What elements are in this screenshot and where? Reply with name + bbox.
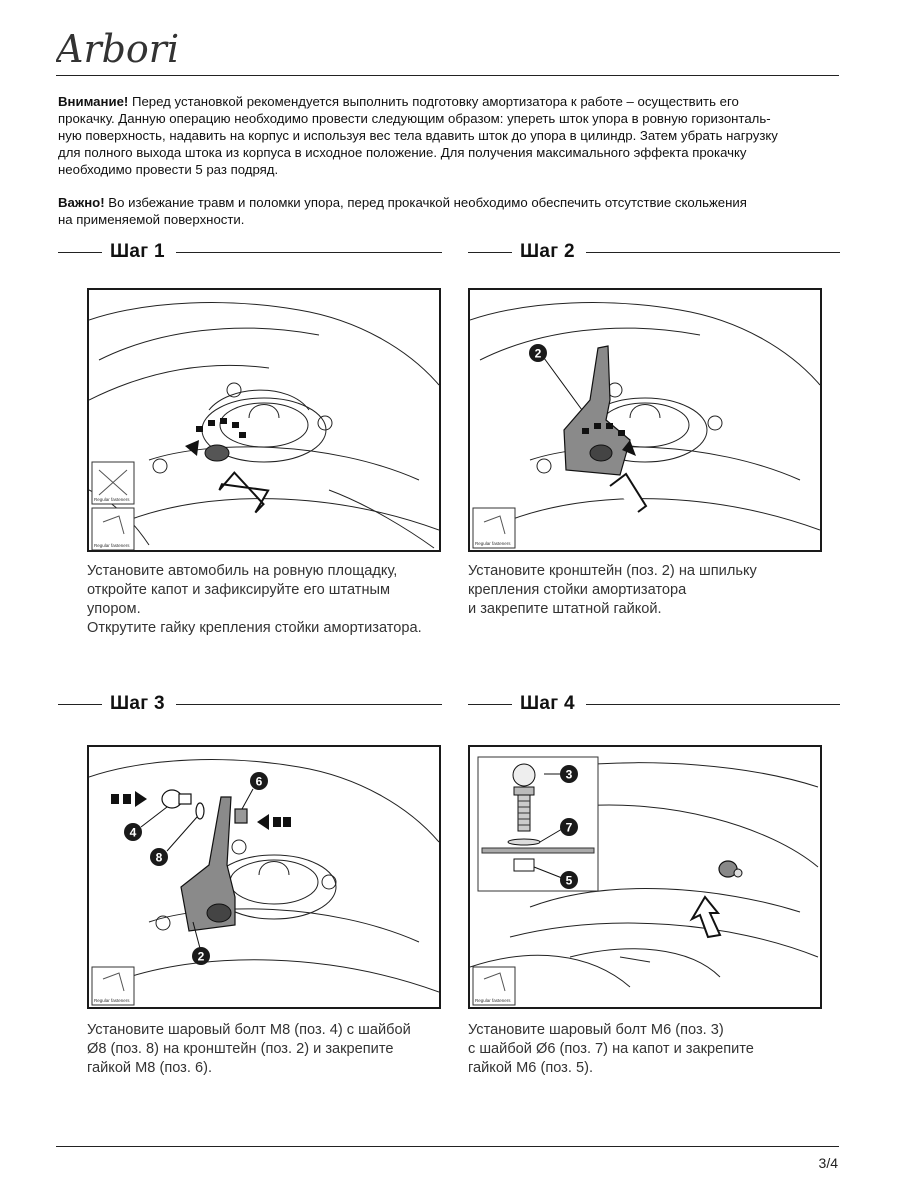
callout-7 [560, 818, 578, 836]
inset-label: Regular fasteners [475, 541, 511, 546]
caption-line: откройте капот и зафиксируйте его штатны… [87, 582, 391, 598]
arbori-logo: Arbori [56, 27, 179, 71]
important-line: на применяемой поверхности. [58, 212, 245, 227]
components-inset [477, 756, 599, 892]
important-line: Во избежание травм и поломки упора, пере… [104, 195, 747, 210]
step-3-figure: 6 4 8 2 Regular fasteners [87, 745, 441, 1009]
attention-line: ную поверхность, надавить на корпус и ис… [58, 128, 778, 143]
step-3-caption: Установите шаровый болт М8 (поз. 4) с ша… [87, 1021, 477, 1078]
caption-line: Установите автомобиль на ровную площадку… [87, 563, 398, 579]
step-3-drawing: 6 4 8 2 Regular fasteners [89, 759, 439, 1006]
callout-number: 2 [535, 347, 542, 361]
heading-rule [586, 252, 840, 253]
heading-rule [586, 704, 840, 705]
step-1-drawing: Regular fasteners Regular fasteners [89, 302, 439, 550]
header-divider [56, 75, 839, 76]
step-1-caption: Установите автомобиль на ровную площадку… [87, 562, 477, 638]
callout-5 [560, 871, 578, 889]
caption-line: с шайбой Ø6 (поз. 7) на капот и закрепит… [468, 1041, 754, 1057]
attention-line: прокачку. Данную операцию необходимо про… [58, 111, 771, 126]
callout-number: 4 [130, 826, 137, 840]
step-1-figure: Regular fasteners Regular fasteners [87, 288, 441, 552]
step-3-heading: Шаг 3 [58, 693, 442, 717]
step-2-drawing: 2 Regular fasteners [470, 302, 820, 549]
caption-line: гайкой М6 (поз. 5). [468, 1060, 594, 1076]
inset-label: Regular fasteners [94, 543, 130, 548]
caption-line: крепления стойки амортизатора [468, 582, 687, 598]
step-4-caption: Установите шаровый болт М6 (поз. 3) с ша… [468, 1021, 858, 1078]
step-4-drawing: 3 7 5 Regular fasteners [470, 756, 819, 1006]
callout-number: 6 [256, 775, 263, 789]
heading-rule [176, 704, 442, 705]
callout-number: 2 [198, 950, 205, 964]
attention-label: Внимание! [58, 94, 129, 109]
heading-rule [58, 252, 102, 253]
callout-4 [124, 823, 142, 841]
inset-label: Regular fasteners [94, 497, 130, 502]
heading-rule [176, 252, 442, 253]
logo-text: Arbori [56, 27, 179, 71]
callout-2 [192, 947, 210, 965]
callout-number: 7 [566, 821, 573, 835]
fasteners-inset [472, 966, 516, 1006]
callout-2 [529, 344, 547, 362]
callout-6 [250, 772, 268, 790]
attention-line: для полного выхода штока из корпуса в ис… [58, 145, 747, 160]
heading-rule [58, 704, 102, 705]
callout-8 [150, 848, 168, 866]
caption-line: Установите шаровый болт М6 (поз. 3) [468, 1022, 724, 1038]
step-2-caption: Установите кронштейн (поз. 2) на шпильку… [468, 562, 858, 619]
footer-divider [56, 1146, 839, 1147]
caption-line: Установите шаровый болт М8 (поз. 4) с ша… [87, 1022, 411, 1038]
heading-rule [468, 704, 512, 705]
step-1-heading: Шаг 1 [58, 241, 442, 265]
step-2-heading: Шаг 2 [468, 241, 840, 265]
heading-rule [468, 252, 512, 253]
step-2-title: Шаг 2 [520, 241, 575, 262]
page-number: 3/4 [818, 1155, 838, 1171]
caption-line: гайкой М8 (поз. 6). [87, 1060, 213, 1076]
caption-line: Установите кронштейн (поз. 2) на шпильку [468, 563, 757, 579]
attention-paragraph: Внимание! Перед установкой рекомендуется… [58, 93, 838, 178]
inset-label: Regular fasteners [475, 998, 511, 1003]
step-2-figure: 2 Regular fasteners [468, 288, 822, 552]
step-4-title: Шаг 4 [520, 693, 575, 714]
callout-3 [560, 765, 578, 783]
caption-line: Открутите гайку крепления стойки амортиз… [87, 620, 422, 636]
caption-line: и закрепите штатной гайкой. [468, 601, 662, 617]
step-4-heading: Шаг 4 [468, 693, 840, 717]
caption-line: Ø8 (поз. 8) на кронштейн (поз. 2) и закр… [87, 1041, 394, 1057]
callout-number: 3 [566, 768, 573, 782]
important-paragraph: Важно! Во избежание травм и поломки упор… [58, 194, 838, 228]
important-label: Важно! [58, 195, 105, 210]
inset-label: Regular fasteners [94, 998, 130, 1003]
step-4-figure: 3 7 5 Regular fasteners [468, 745, 822, 1009]
step-1-title: Шаг 1 [110, 241, 165, 262]
attention-line: необходимо провести 5 раз подряд. [58, 162, 279, 177]
caption-line: упором. [87, 601, 141, 617]
callout-number: 8 [156, 851, 163, 865]
step-3-title: Шаг 3 [110, 693, 165, 714]
fasteners-inset [91, 966, 135, 1006]
fasteners-inset [472, 507, 516, 549]
callout-number: 5 [566, 874, 573, 888]
attention-line: Перед установкой рекомендуется выполнить… [128, 94, 739, 109]
fasteners-inset [91, 507, 135, 550]
